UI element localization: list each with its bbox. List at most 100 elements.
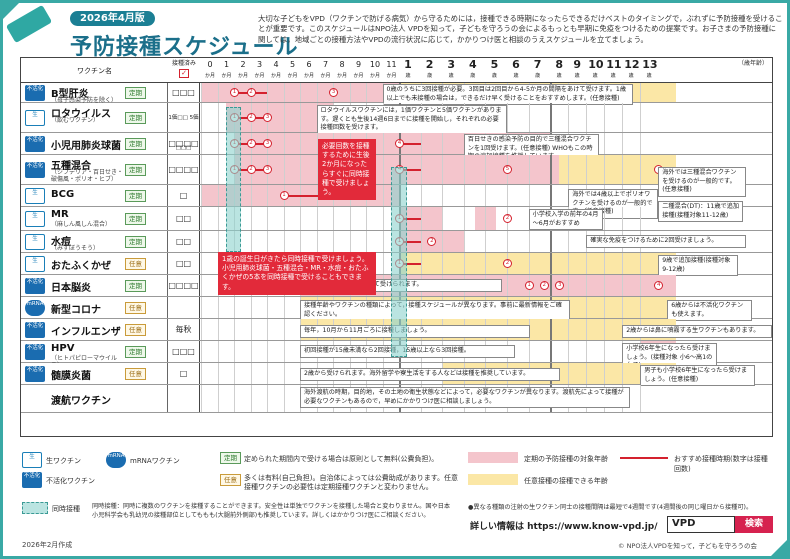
grid-line [528, 155, 530, 184]
vaccine-name: 水痘 [51, 237, 71, 248]
dose-checkboxes[interactable]: □□ [168, 253, 200, 274]
grid-line [217, 341, 219, 362]
dose-checkboxes[interactable]: □ [168, 363, 200, 384]
age-unit-label: か月 [221, 73, 232, 79]
ninni-badge: 任意 [220, 474, 241, 486]
grid-line [550, 103, 552, 132]
dose-checkboxes[interactable]: □□□□ [168, 275, 200, 296]
grid-line [640, 275, 642, 296]
grid-line [604, 253, 606, 274]
grid-line [267, 363, 268, 384]
age-unit-label: か月 [237, 73, 248, 79]
teiki-badge: 定期 [125, 163, 146, 176]
age-tick-label: 8 [555, 58, 564, 71]
grid-line [507, 185, 508, 206]
more-info-link[interactable]: 詳しい情報は https://www.know-vpd.jp/ [470, 522, 658, 532]
timeline-cell: 123ロタウイルスワクチンには，1価ワクチンと5価ワクチンがあります。遅くとも生… [201, 103, 772, 135]
table-row: 生MR（麻しん風しん混合）定期□□12小学校入学の前年の4月～6月がおすすめ [21, 207, 772, 231]
grid-line [201, 275, 202, 296]
schedule-note: 接種年齢やワクチンの種類によって，接種スケジュールが異なります。事前に最新情報を… [300, 300, 570, 322]
inactivated-vaccine-icon: 不活化 [25, 343, 45, 360]
inactivated-vaccine-icon: 不活化 [25, 277, 45, 294]
inactivated-vaccine-icon: 不活化 [25, 84, 45, 101]
age-tick-label: 1 [223, 60, 230, 69]
legend-yellow: 任意接種の接種できる年齢 [524, 477, 608, 485]
age-unit-label: か月 [353, 73, 364, 79]
dose-checkboxes[interactable]: □□□ [168, 83, 200, 102]
dose-checkboxes[interactable]: □□ [168, 231, 200, 252]
live-vaccine-icon: 生 [25, 109, 45, 126]
grid-line [528, 231, 530, 252]
dose-marker: 2 [246, 139, 256, 148]
age-tick-label: 2 [240, 60, 246, 69]
mrna-vaccine-icon: mRNA [25, 299, 45, 316]
age-tick-label: 4 [468, 58, 477, 71]
grid-line [622, 363, 624, 384]
legend-live: 生ワクチン [46, 457, 81, 465]
search-input[interactable]: VPD [667, 516, 735, 533]
grid-line [463, 185, 465, 206]
simul-swatch [22, 502, 48, 514]
legend-simul: 同時接種：同時に複数のワクチンを接種することができます。安全性は単独でワクチンを… [92, 503, 451, 519]
age-tick-label: 4 [273, 60, 279, 69]
inactivated-vaccine-icon: 不活化 [25, 321, 45, 338]
dose-checkboxes[interactable]: □□ [168, 207, 200, 230]
grid-line [507, 275, 508, 296]
callout-box: 必要回数を接種するために生後2か月になったらすぐに同時接種で受けましょう。 [318, 139, 376, 201]
grid-line [463, 155, 465, 184]
grid-line [267, 341, 268, 362]
age-unit-label: 歳 [610, 73, 616, 79]
table-row: 不活化髄膜炎菌任意□2歳から受けられます。海外留学や寮生活をする人などは接種を推… [21, 363, 772, 387]
grid-line [550, 275, 552, 296]
schedule-note: 2歳から受けられます。海外留学や寮生活をする人などは接種を推奨しています。 [300, 368, 560, 381]
dose-checkboxes[interactable] [168, 297, 200, 318]
grid-line [283, 319, 285, 340]
dose-marker: 3 [329, 88, 338, 97]
age-unit-label: 歳 [592, 73, 598, 79]
age-unit-label: か月 [369, 73, 380, 79]
dose-marker: 1 [279, 191, 289, 200]
schedule-note: 小学校入学の前年の4月～6月がおすすめ [528, 209, 603, 231]
grid-line [640, 133, 642, 154]
search-button[interactable]: 検索 [735, 516, 773, 533]
grid-line [485, 185, 487, 206]
dose-checkboxes[interactable]: □ [168, 185, 200, 206]
age-unit-label: 歳 [448, 73, 454, 79]
recommended-period-arrow [399, 241, 421, 243]
grid-line [485, 231, 487, 252]
grid-line [463, 253, 465, 274]
vaccine-name: 新型コロナ [51, 305, 101, 316]
vaccine-subtitle: （麻しん風しん混合） [51, 221, 112, 228]
simultaneous-column [226, 107, 242, 252]
dose-marker: 2 [503, 259, 512, 268]
dose-checkboxes[interactable] [168, 385, 200, 412]
dose-checkboxes[interactable]: □□□□ [168, 133, 200, 154]
dose-marker: 3 [263, 139, 272, 148]
dose-checkboxes[interactable]: 毎秋 [168, 319, 200, 340]
grid-line [604, 319, 606, 340]
legend-teiki: 定められた期間内で受ける場合は原則として無料(公費負担)。 [244, 455, 439, 463]
grid-line [217, 185, 219, 206]
grid-line [201, 231, 202, 252]
grid-line [586, 275, 588, 296]
grid-line [267, 185, 268, 206]
age-tick-label: 3 [447, 58, 456, 71]
age-tick-label: 7 [322, 60, 329, 69]
recommended-period-arrow [283, 195, 333, 197]
dose-checkboxes[interactable]: 1価□□ 5価□□□ [168, 103, 200, 151]
grid-line [604, 341, 606, 362]
dose-checkboxes[interactable]: □□□□ [168, 155, 200, 184]
dose-marker: 3 [263, 165, 272, 174]
age-unit-label: か月 [336, 73, 347, 79]
grid-line [586, 103, 588, 132]
teiki-badge: 定期 [125, 345, 146, 358]
timeline-cell: 2歳から受けられます。海外留学や寮生活をする人などは接種を推奨しています。男子も… [201, 363, 772, 387]
dose-checkboxes[interactable]: □□□ [168, 341, 200, 362]
grid-line [234, 341, 235, 362]
grid-line [586, 155, 588, 184]
age-unit-label: 歳 [427, 73, 433, 79]
grid-line [507, 103, 508, 132]
grid-line [217, 385, 219, 412]
